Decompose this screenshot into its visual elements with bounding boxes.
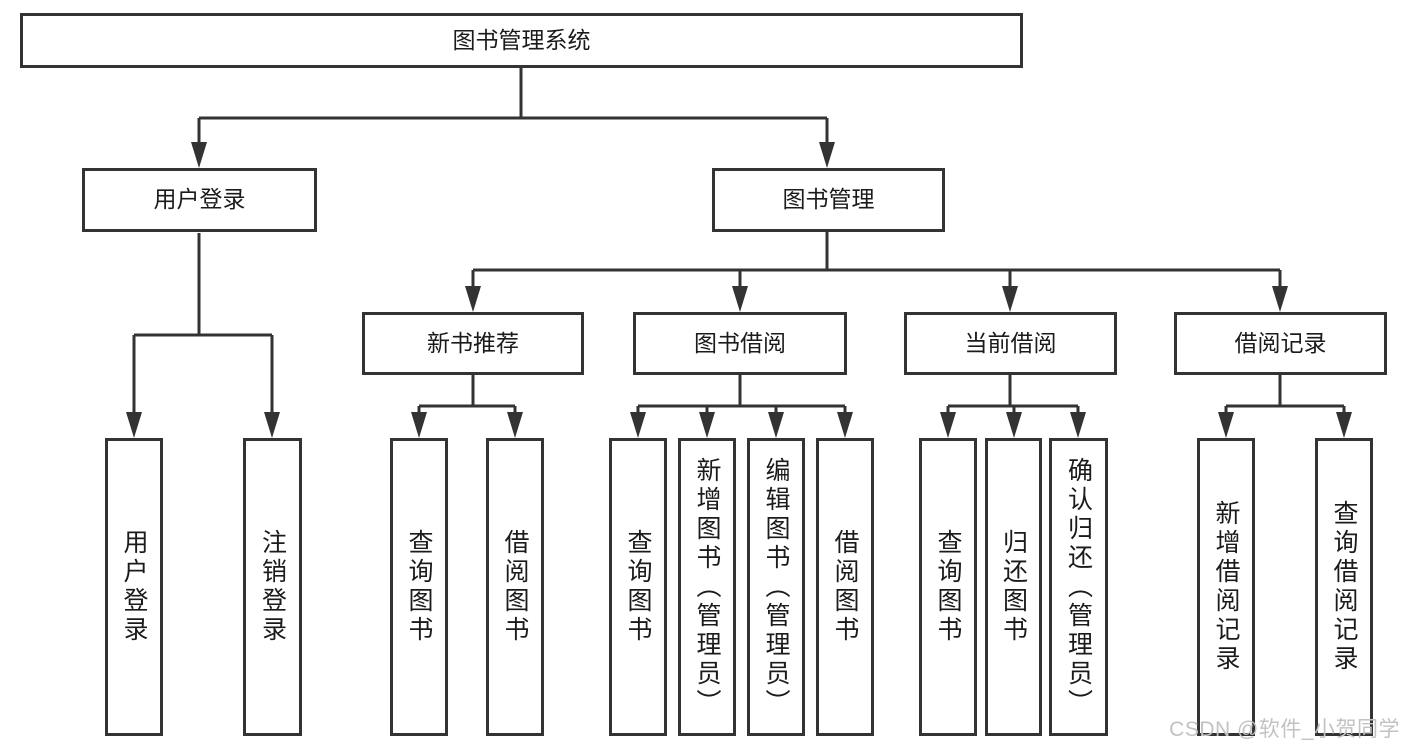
node-current-borrowing: 当前借阅 xyxy=(904,312,1117,375)
node-label: 新书推荐 xyxy=(427,329,519,356)
leaf-edit-books-admin: 编辑图书（管理员） xyxy=(747,438,805,736)
leaf-label: 用户登录 xyxy=(120,529,148,645)
csdn-watermark: CSDN @软件_小贺同学 xyxy=(1169,718,1400,741)
leaf-logout: 注销登录 xyxy=(243,438,302,736)
node-label: 借阅记录 xyxy=(1234,329,1327,356)
leaf-label: 查询图书 xyxy=(405,529,433,645)
leaf-label: 查询借阅记录 xyxy=(1330,500,1358,674)
leaf-return-books: 归还图书 xyxy=(985,438,1042,736)
leaf-label: 新增借阅记录 xyxy=(1212,500,1240,674)
node-book-management: 图书管理 xyxy=(712,168,945,232)
leaf-borrow-books-recommend: 借阅图书 xyxy=(486,438,544,736)
leaf-borrow-books: 借阅图书 xyxy=(816,438,874,736)
node-user-login: 用户登录 xyxy=(82,168,317,232)
leaf-label: 编辑图书（管理员） xyxy=(762,456,790,718)
leaf-add-books-admin: 新增图书（管理员） xyxy=(678,438,736,736)
node-label: 图书借阅 xyxy=(694,329,786,356)
node-label: 用户登录 xyxy=(153,186,246,213)
leaf-label: 查询图书 xyxy=(934,529,962,645)
leaf-label: 借阅图书 xyxy=(831,529,859,645)
node-library-management-system: 图书管理系统 xyxy=(20,13,1023,68)
node-new-book-recommend: 新书推荐 xyxy=(362,312,584,375)
connector-edges xyxy=(132,68,1346,418)
arrowheads xyxy=(126,142,1352,438)
leaf-query-books-recommend: 查询图书 xyxy=(390,438,448,736)
node-label: 图书管理 xyxy=(782,186,875,213)
leaf-confirm-return-admin: 确认归还（管理员） xyxy=(1049,438,1108,736)
leaf-label: 新增图书（管理员） xyxy=(693,456,721,718)
leaf-add-borrow-record: 新增借阅记录 xyxy=(1197,438,1255,736)
node-book-borrowing: 图书借阅 xyxy=(633,312,847,375)
leaf-label: 注销登录 xyxy=(258,529,287,645)
leaf-label: 查询图书 xyxy=(624,529,652,645)
node-label: 图书管理系统 xyxy=(452,26,591,53)
leaf-label: 借阅图书 xyxy=(501,529,529,645)
leaf-user-login: 用户登录 xyxy=(105,438,163,736)
leaf-query-borrow-record: 查询借阅记录 xyxy=(1315,438,1373,736)
node-borrowing-records: 借阅记录 xyxy=(1174,312,1387,375)
leaf-label: 确认归还（管理员） xyxy=(1064,456,1093,718)
leaf-query-books-borrowing: 查询图书 xyxy=(609,438,667,736)
leaf-query-books-current: 查询图书 xyxy=(919,438,977,736)
node-label: 当前借阅 xyxy=(964,329,1057,356)
leaf-label: 归还图书 xyxy=(999,529,1028,645)
